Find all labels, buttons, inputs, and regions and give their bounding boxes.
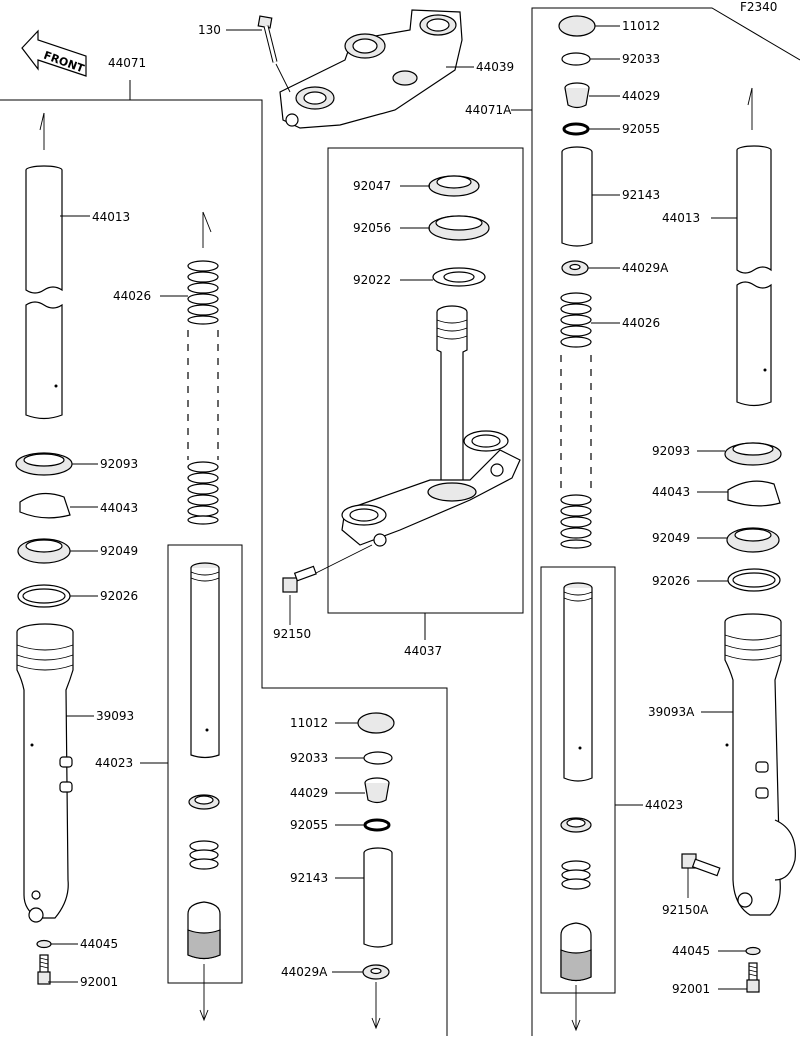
mid-circlip-92033 bbox=[363, 751, 393, 765]
steering-stem bbox=[341, 305, 521, 547]
label-right-44029: 44029 bbox=[622, 89, 660, 103]
label-mid-11012: 11012 bbox=[290, 716, 328, 730]
label-right-92143: 92143 bbox=[622, 188, 660, 202]
right-cap-11012 bbox=[558, 15, 596, 37]
label-right-44043: 44043 bbox=[652, 485, 690, 499]
front-arrow-icon: FRONT bbox=[21, 29, 87, 77]
right-cap-44029 bbox=[564, 82, 590, 109]
label-mid-44029: 44029 bbox=[290, 786, 328, 800]
label-left-92026: 92026 bbox=[100, 589, 138, 603]
left-washer bbox=[17, 584, 71, 608]
mid-cap-44029 bbox=[364, 777, 390, 804]
mid-o-ring-92055 bbox=[363, 818, 391, 832]
right-washer-92026 bbox=[727, 568, 781, 592]
right-outer-fork-tube bbox=[724, 613, 796, 916]
right-fork-frame bbox=[511, 7, 800, 1036]
right-fork-spring bbox=[560, 292, 592, 549]
label-right-92055: 92055 bbox=[622, 122, 660, 136]
left-inner-fork-tube bbox=[25, 112, 63, 420]
bolt-130 bbox=[257, 15, 291, 93]
label-left-44045: 44045 bbox=[80, 937, 118, 951]
left-retaining-ring bbox=[19, 492, 71, 519]
right-inner-tube-frame bbox=[540, 566, 616, 994]
label-mid-92143: 92143 bbox=[290, 871, 328, 885]
label-right-92001: 92001 bbox=[672, 982, 710, 996]
label-right-44023: 44023 bbox=[645, 798, 683, 812]
label-left-44013: 44013 bbox=[92, 210, 130, 224]
label-44071: 44071 bbox=[108, 56, 146, 70]
right-o-ring-92055 bbox=[562, 122, 590, 136]
left-damper-assembly bbox=[187, 562, 221, 1022]
label-left-92001: 92001 bbox=[80, 975, 118, 989]
label-right-44045: 44045 bbox=[672, 944, 710, 958]
label-mid-44029A: 44029A bbox=[281, 965, 328, 979]
label-92150: 92150 bbox=[273, 627, 311, 641]
mid-washer-44029A bbox=[362, 964, 390, 1030]
label-right-44013: 44013 bbox=[662, 211, 700, 225]
mid-cap-11012 bbox=[357, 712, 395, 734]
label-92047: 92047 bbox=[353, 179, 391, 193]
label-mid-92033: 92033 bbox=[290, 751, 328, 765]
label-left-44026: 44026 bbox=[113, 289, 151, 303]
left-inner-tube-frame bbox=[167, 544, 243, 984]
label-130: 130 bbox=[198, 23, 221, 37]
label-mid-92055: 92055 bbox=[290, 818, 328, 832]
label-44037: 44037 bbox=[404, 644, 442, 658]
label-left-92093: 92093 bbox=[100, 457, 138, 471]
label-44071A: 44071A bbox=[465, 103, 512, 117]
right-inner-fork-tube bbox=[736, 87, 772, 407]
label-right-92093: 92093 bbox=[652, 444, 690, 458]
label-right-92033: 92033 bbox=[622, 52, 660, 66]
right-collar-92143 bbox=[561, 146, 593, 247]
left-bolt-92001 bbox=[37, 954, 51, 985]
left-outer-fork-tube bbox=[16, 623, 74, 923]
right-washer-44029A bbox=[561, 260, 589, 276]
stem-bolt-92150 bbox=[282, 544, 373, 593]
label-92150A: 92150A bbox=[662, 903, 709, 917]
left-oil-seal bbox=[17, 538, 71, 564]
left-fork-spring bbox=[187, 211, 219, 525]
right-bolt-92001 bbox=[746, 962, 760, 993]
label-39093: 39093 bbox=[96, 709, 134, 723]
leader-lines bbox=[48, 25, 747, 990]
right-retaining-ring bbox=[727, 480, 781, 507]
upper-triple-clamp bbox=[279, 9, 463, 129]
right-oil-seal bbox=[726, 527, 780, 553]
right-damper-assembly bbox=[560, 582, 593, 1032]
label-right-44029A: 44029A bbox=[622, 261, 669, 275]
left-fork-frame bbox=[0, 80, 448, 1036]
right-circlip-92033 bbox=[561, 52, 591, 66]
label-92056: 92056 bbox=[353, 221, 391, 235]
left-gasket-44045 bbox=[36, 939, 52, 949]
label-left-44043: 44043 bbox=[100, 501, 138, 515]
part-labels: 130 44039 44071 44071A 44013 44026 92093… bbox=[80, 19, 710, 996]
right-bolt-92150A bbox=[681, 853, 721, 877]
right-gasket-44045 bbox=[745, 946, 761, 956]
right-dust-seal bbox=[724, 442, 782, 466]
label-39093A: 39093A bbox=[648, 705, 695, 719]
label-right-11012: 11012 bbox=[622, 19, 660, 33]
diagram-code: F2340 bbox=[740, 0, 777, 14]
label-right-44026: 44026 bbox=[622, 316, 660, 330]
left-dust-seal bbox=[15, 452, 73, 476]
mid-collar-92143 bbox=[363, 847, 393, 948]
label-44039: 44039 bbox=[476, 60, 514, 74]
label-right-92049: 92049 bbox=[652, 531, 690, 545]
label-92022: 92022 bbox=[353, 273, 391, 287]
label-left-92049: 92049 bbox=[100, 544, 138, 558]
stem-races bbox=[428, 175, 490, 287]
label-right-92026: 92026 bbox=[652, 574, 690, 588]
label-left-44023: 44023 bbox=[95, 756, 133, 770]
